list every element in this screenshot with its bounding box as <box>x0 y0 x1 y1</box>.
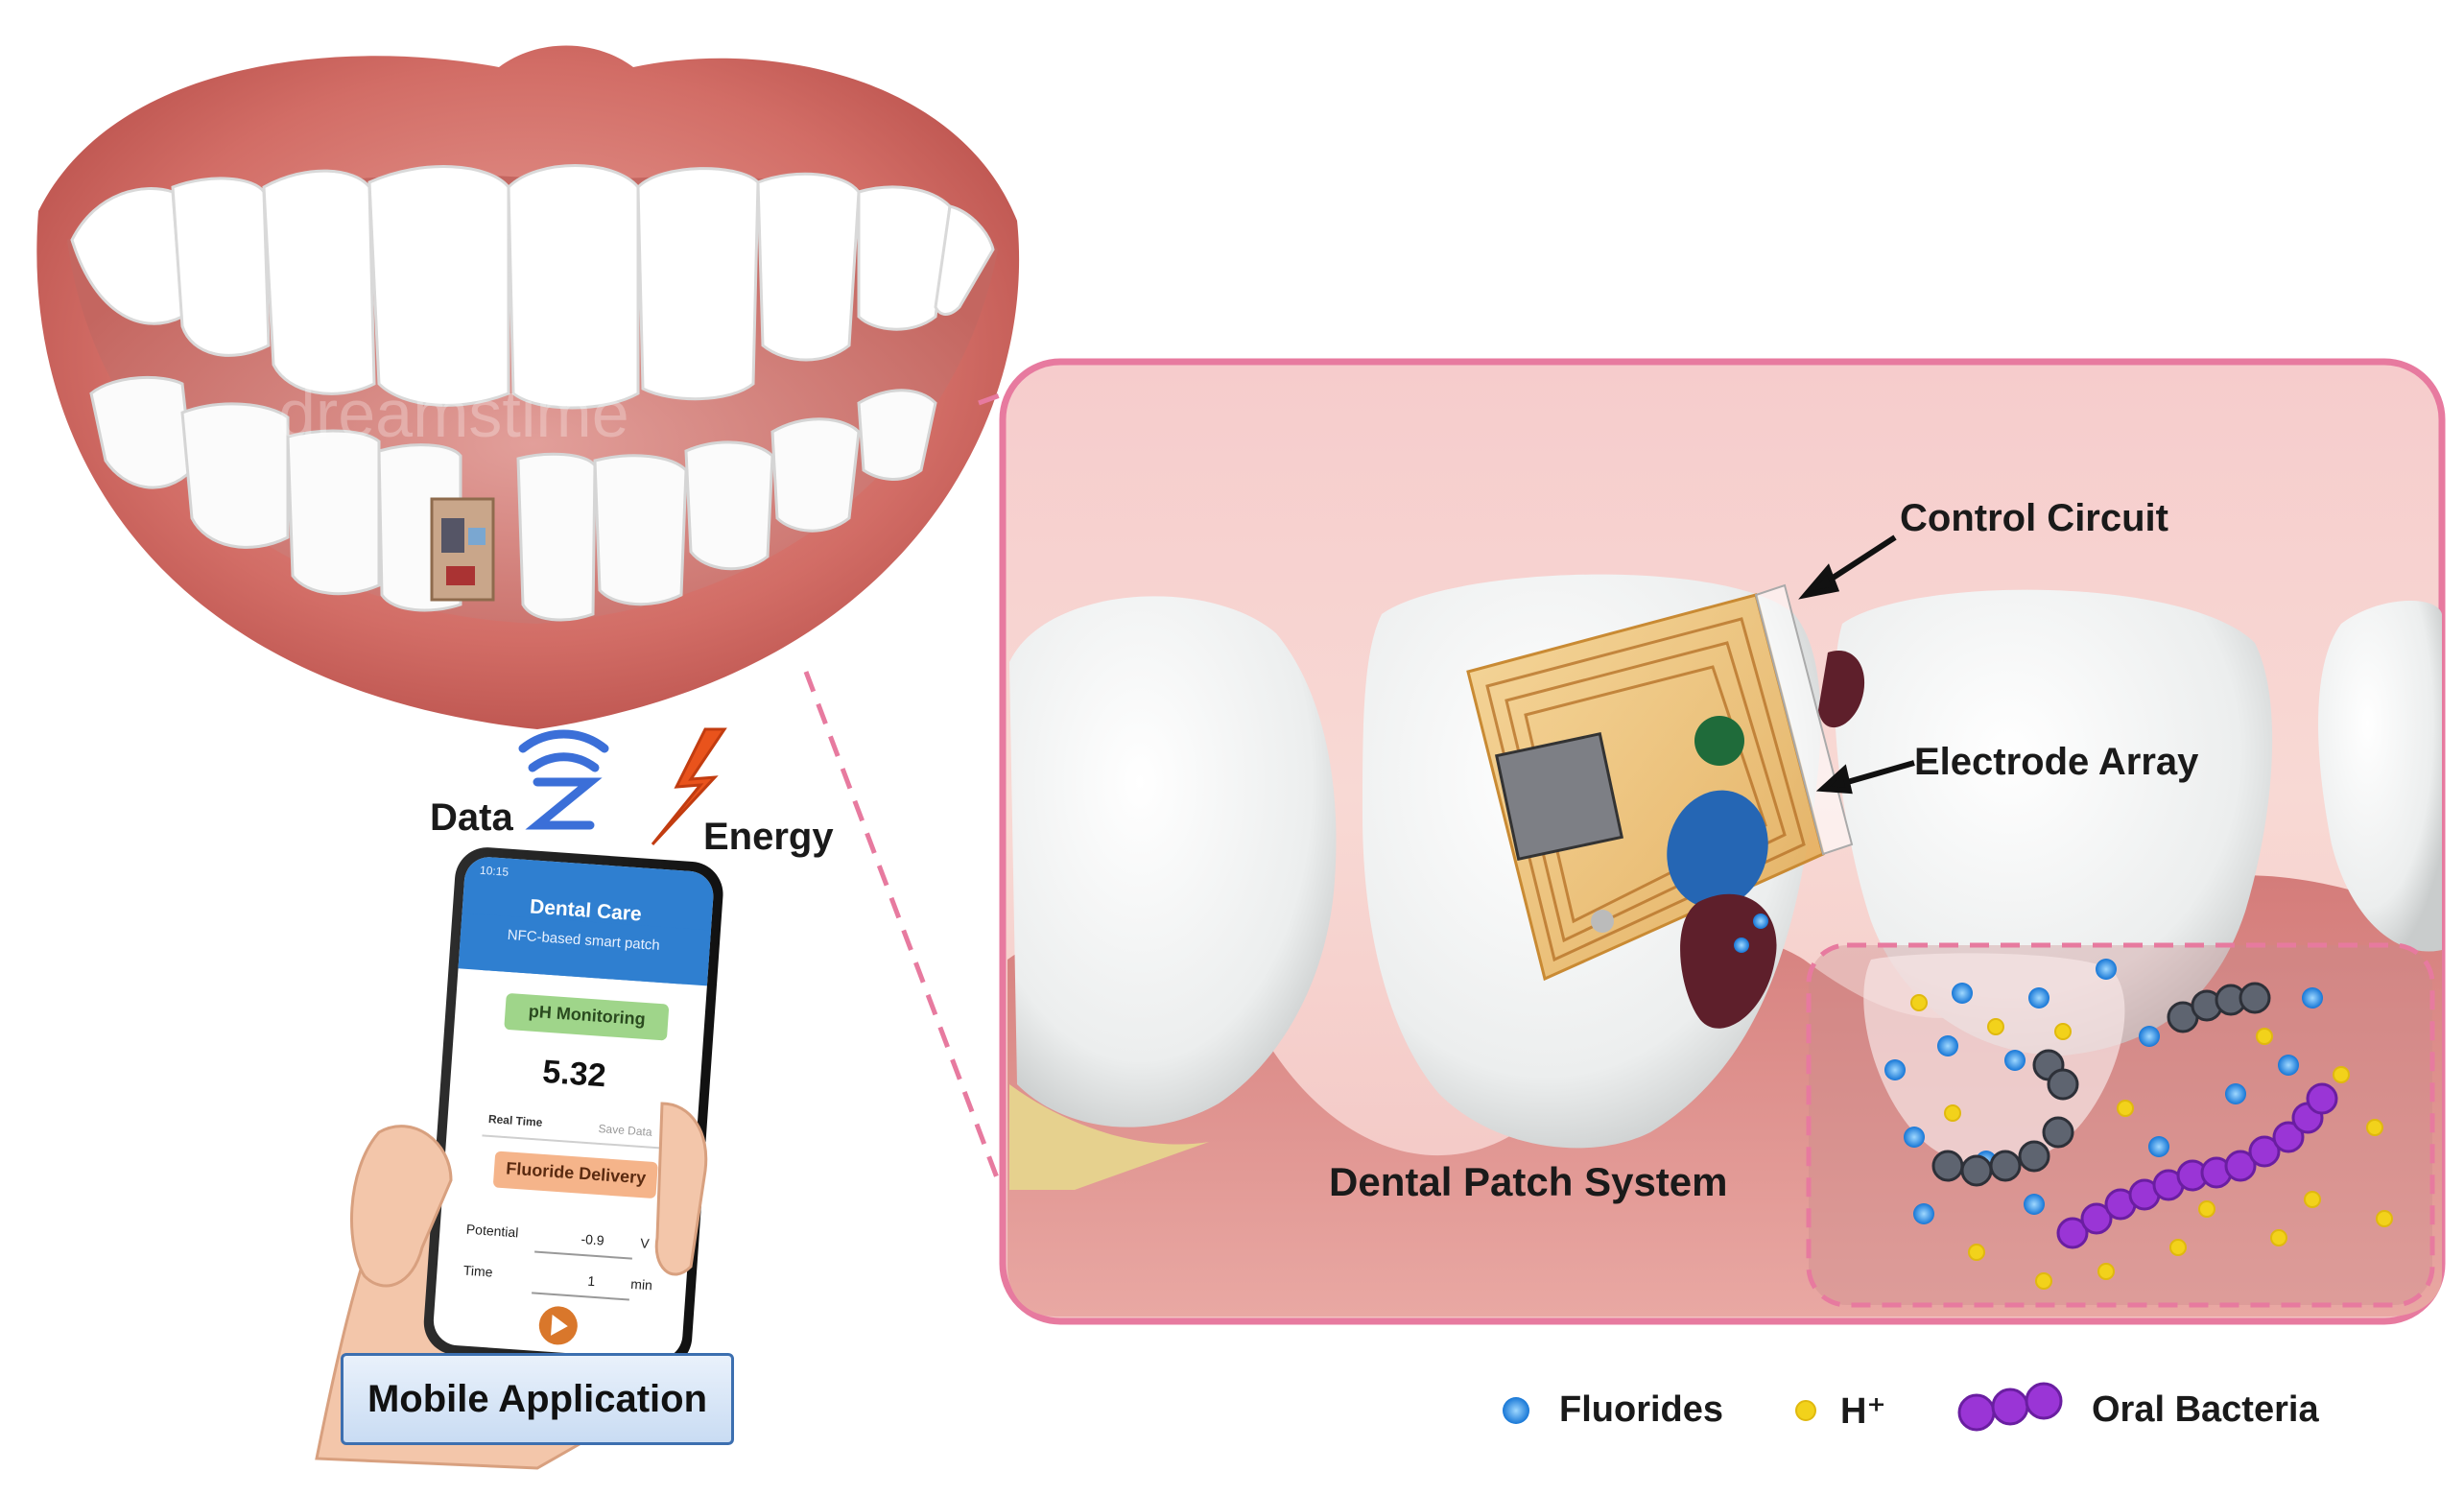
blue-drop-icon <box>1503 1397 1529 1424</box>
label-data: Data <box>430 796 513 839</box>
legend-icons <box>1503 1382 2063 1432</box>
label-dental-patch-system: Dental Patch System <box>1329 1159 1728 1204</box>
h-plus-particles <box>1910 994 2393 1290</box>
legend-fluorides-label: Fluorides <box>1559 1389 1724 1430</box>
purple-bacteria-icon <box>1957 1382 2063 1432</box>
mobile-application-label-box: Mobile Application <box>341 1353 734 1445</box>
time-unit: min <box>629 1275 653 1293</box>
label-electrode-array: Electrode Array <box>1914 741 2199 783</box>
fluoride-delivery-header: Fluoride Delivery <box>505 1158 647 1188</box>
dental-patch-device <box>1466 583 1865 1029</box>
yellow-dot-icon <box>1795 1400 1816 1421</box>
potential-value[interactable]: -0.9 <box>580 1231 605 1248</box>
lightning-bolt-icon <box>651 727 727 846</box>
oral-bacteria-chain-purple <box>2056 1082 2338 1249</box>
time-value[interactable]: 1 <box>586 1272 596 1290</box>
save-data-tab[interactable]: Save Data <box>598 1121 653 1139</box>
tooth-patch-icon <box>430 497 495 602</box>
wireless-signal-icon <box>518 729 609 830</box>
potential-unit: V <box>639 1235 651 1251</box>
realtime-tab[interactable]: Real Time <box>487 1111 543 1129</box>
ph-monitoring-header: pH Monitoring <box>528 1001 647 1030</box>
time-label: Time <box>462 1262 494 1280</box>
label-energy: Energy <box>703 816 834 858</box>
ph-value: 5.32 <box>541 1053 607 1095</box>
dental-patch-zoom-panel <box>999 358 2446 1325</box>
hand-thumb <box>349 1102 708 1288</box>
status-time: 10:15 <box>479 863 509 879</box>
potential-label: Potential <box>465 1221 519 1241</box>
fluoride-particles <box>1734 914 2323 1224</box>
smile-illustration: dreamstime <box>36 45 1020 729</box>
watermark-text: dreamstime <box>278 376 629 451</box>
label-control-circuit: Control Circuit <box>1900 497 2168 539</box>
legend-oral-bacteria-label: Oral Bacteria <box>2092 1389 2319 1430</box>
oral-bacteria-cluster-gray <box>1931 982 2271 1187</box>
annotation-arrows <box>1798 534 1915 795</box>
legend-h-plus-label: H⁺ <box>1840 1391 1886 1432</box>
phone-screen: 10:15 Dental Care NFC-based smart patch … <box>429 850 715 1365</box>
smartphone <box>423 847 723 1369</box>
inset-microscopic-view <box>1806 942 2435 1308</box>
